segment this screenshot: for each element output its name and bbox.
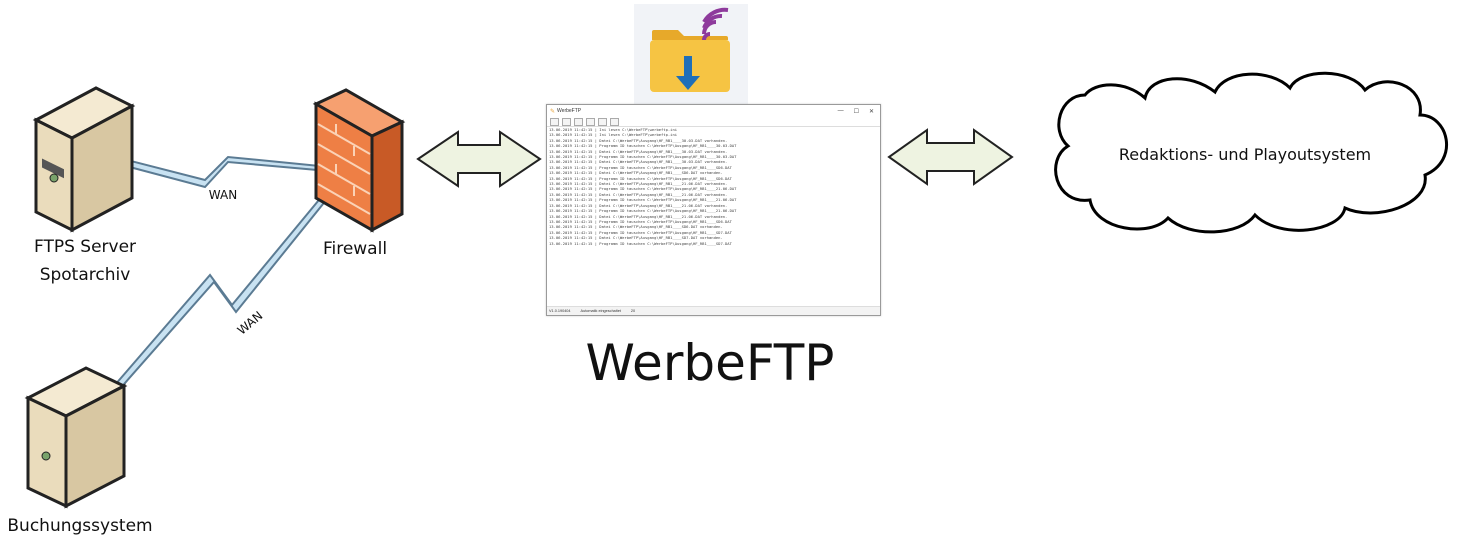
toolbar-button[interactable] <box>550 117 559 126</box>
double-arrow-icon <box>887 128 1014 186</box>
wan-label-top: WAN <box>208 188 238 202</box>
log-line: 13.06.2019 11:42:15 | Datei C:\WerbeFTP\… <box>549 202 728 208</box>
log-line: 13.06.2019 11:42:15 | Datei C:\WerbeFTP\… <box>549 224 723 230</box>
status-bar: V1.0.190404 Automatik eingeschaltet 20 <box>547 306 880 315</box>
log-line: 13.06.2019 11:42:15 | Datei C:\WerbeFTP\… <box>549 235 723 241</box>
werbeftp-window: ✎ WerbeFTP — ☐ ✕ 13.06.2019 11:42:15 | I… <box>546 104 881 316</box>
toolbar-button[interactable] <box>610 117 619 126</box>
log-line: 13.06.2019 11:42:15 | Programm ID tausch… <box>549 240 732 246</box>
double-arrow-icon <box>416 130 542 188</box>
app-title: WerbeFTP <box>585 334 835 392</box>
window-titlebar: ✎ WerbeFTP — ☐ ✕ <box>547 105 880 117</box>
log-line: 13.06.2019 11:42:15 | Programm ID tausch… <box>549 197 737 203</box>
minimize-button[interactable]: — <box>837 107 844 114</box>
folder-download-graphic <box>650 7 730 92</box>
toolbar-button[interactable] <box>574 117 583 126</box>
window-controls: — ☐ ✕ <box>838 108 880 115</box>
toolbar-button[interactable] <box>562 117 571 126</box>
maximize-button[interactable]: ☐ <box>853 108 859 115</box>
log-line: 13.06.2019 11:42:15 | Ini lesen C:\Werbe… <box>549 132 678 138</box>
firewall-icon <box>312 88 406 233</box>
log-line: 13.06.2019 11:42:15 | Datei C:\WerbeFTP\… <box>549 159 728 165</box>
log-line: 13.06.2019 11:42:15 | Programm ID tausch… <box>549 175 732 181</box>
log-line: 13.06.2019 11:42:15 | Programm ID tausch… <box>549 218 732 224</box>
cloud-icon <box>1054 71 1449 234</box>
app-small-icon: ✎ <box>550 108 556 115</box>
log-line: 13.06.2019 11:42:15 | Programm ID tausch… <box>549 186 737 192</box>
folder-download-icon <box>634 4 748 106</box>
log-line: 13.06.2019 11:42:15 | Datei C:\WerbeFTP\… <box>549 148 728 154</box>
status-version: V1.0.190404 <box>549 309 571 313</box>
log-line: 13.06.2019 11:42:15 | Programm ID tausch… <box>549 143 737 149</box>
status-count: 20 <box>630 309 636 313</box>
firewall-label: Firewall <box>322 239 388 259</box>
log-line: 13.06.2019 11:42:15 | Datei C:\WerbeFTP\… <box>549 170 723 176</box>
close-button[interactable]: ✕ <box>868 108 874 115</box>
window-title: WerbeFTP <box>557 108 582 114</box>
log-line: 13.06.2019 11:42:15 | Datei C:\WerbeFTP\… <box>549 213 728 219</box>
log-line: 13.06.2019 11:42:15 | Programm ID tausch… <box>549 208 737 214</box>
toolbar-button[interactable] <box>586 117 595 126</box>
ftps-server-label-line1: FTPS Server <box>33 237 137 257</box>
server-icon <box>24 366 128 509</box>
log-output: 13.06.2019 11:42:15 | Ini lesen C:\Werbe… <box>549 127 878 306</box>
log-line: 13.06.2019 11:42:15 | Datei C:\WerbeFTP\… <box>549 181 728 187</box>
log-line: 13.06.2019 11:42:15 | Datei C:\WerbeFTP\… <box>549 191 728 197</box>
booking-system-label: Buchungssystem <box>7 516 153 536</box>
status-mode: Automatik eingeschaltet <box>580 309 621 313</box>
server-icon <box>32 86 136 233</box>
log-line: 13.06.2019 11:42:15 | Programm ID tausch… <box>549 164 732 170</box>
log-line: 13.06.2019 11:42:15 | Ini lesen C:\Werbe… <box>549 127 678 132</box>
log-line: 13.06.2019 11:42:15 | Datei C:\WerbeFTP\… <box>549 137 728 143</box>
toolbar-button[interactable] <box>598 117 607 126</box>
log-line: 13.06.2019 11:42:15 | Programm ID tausch… <box>549 229 732 235</box>
ftps-server-label-line2: Spotarchiv <box>39 265 131 285</box>
window-toolbar <box>547 117 880 127</box>
log-line: 13.06.2019 11:42:15 | Programm ID tausch… <box>549 154 737 160</box>
cloud-label: Redaktions- und Playoutsystem <box>1118 145 1372 164</box>
